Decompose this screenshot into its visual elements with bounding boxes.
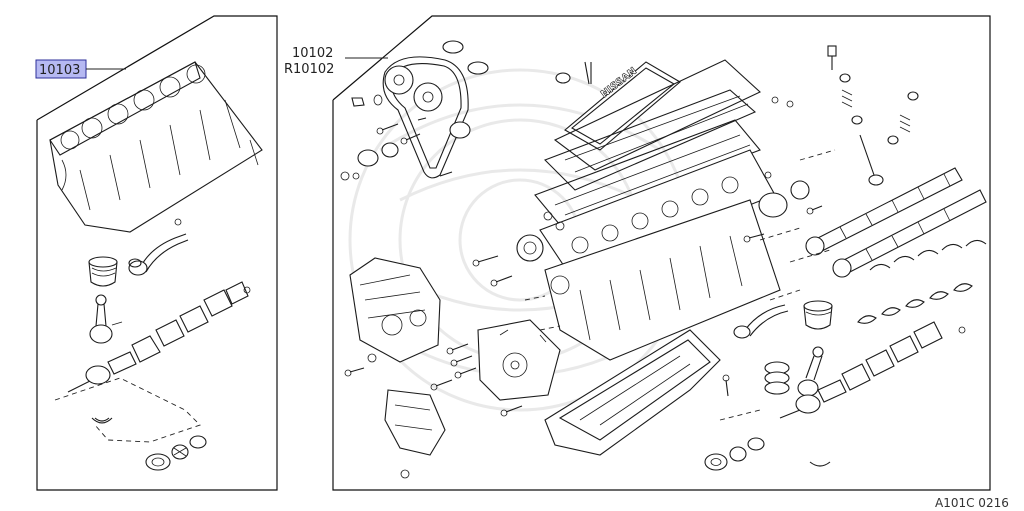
main-bearings-lower <box>857 283 973 324</box>
piston-right <box>803 300 833 330</box>
callout-10102-label: 10102 <box>292 46 333 61</box>
valve-cover: NISSAN <box>555 61 681 151</box>
rear-seal-stack <box>704 437 831 471</box>
diagram-code: A101C 0216 <box>935 496 1009 510</box>
crankshaft-right <box>779 321 943 419</box>
camshafts <box>805 167 987 278</box>
bearing-group-left <box>54 377 207 471</box>
piston-ring-set <box>764 361 790 395</box>
oil-pickup-right <box>733 304 789 339</box>
callout-10103-label: 10103 <box>39 63 80 78</box>
fasteners-upper-left <box>340 94 453 181</box>
engine-block-right <box>544 199 781 361</box>
scattered-bolts <box>344 96 966 417</box>
front-cover <box>477 319 561 401</box>
connecting-rod-left <box>89 294 123 344</box>
left-panel-frame <box>36 15 278 491</box>
piston-left <box>88 256 142 287</box>
connecting-rod-right <box>797 346 824 397</box>
timing-belt <box>382 40 489 179</box>
crankshaft-left <box>67 281 251 393</box>
cylinder-block <box>49 61 263 233</box>
timing-belt-cover <box>384 389 446 479</box>
callout-10103[interactable]: 10103 <box>35 59 87 79</box>
leader-lines-right <box>524 149 836 421</box>
main-bearings-upper <box>869 239 987 271</box>
front-oil-seals <box>516 180 810 262</box>
right-panel-frame <box>332 15 991 491</box>
intake-housing <box>349 257 441 363</box>
oil-pan <box>544 329 721 456</box>
oil-strainer <box>128 218 189 276</box>
valve-train <box>827 45 919 186</box>
callout-r10102-label: R10102 <box>284 62 334 77</box>
callout-10102[interactable]: 10102 R10102 <box>284 46 334 77</box>
